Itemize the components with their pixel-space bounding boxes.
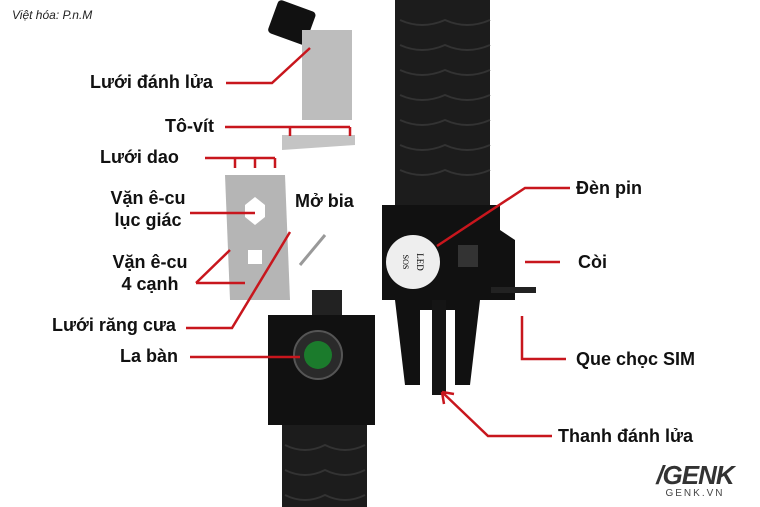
multi-tool-card bbox=[225, 175, 290, 300]
paracord-strap-bottom bbox=[282, 425, 367, 507]
buckle-female bbox=[382, 205, 515, 385]
sim-pin bbox=[491, 287, 536, 293]
label-knife-blade: Lưới dao bbox=[100, 147, 179, 167]
label-fire-blade: Lưới đánh lửa bbox=[90, 72, 213, 92]
label-square-wrench: Vặn ê-cu 4 cạnh bbox=[97, 251, 203, 295]
label-hex-wrench: Vặn ê-cu lục giác bbox=[95, 187, 201, 231]
paracord-strap-top bbox=[395, 0, 490, 210]
label-flashlight: Đèn pin bbox=[576, 178, 642, 198]
label-square-wrench-line1: Vặn ê-cu bbox=[112, 252, 188, 272]
label-bottle-opener: Mở bia bbox=[295, 191, 354, 211]
fire-blade bbox=[302, 30, 352, 120]
label-screwdriver: Tô-vít bbox=[165, 116, 214, 136]
label-hex-wrench-line1: Vặn ê-cu bbox=[110, 188, 186, 208]
whistle-hole bbox=[458, 245, 478, 267]
compass-dial bbox=[304, 341, 332, 369]
annotation-lines bbox=[186, 47, 570, 438]
screwdriver bbox=[282, 135, 355, 150]
fire-starter-rod bbox=[432, 300, 446, 395]
led-flashlight bbox=[386, 235, 440, 289]
label-saw-blade: Lưới răng cưa bbox=[52, 315, 176, 335]
genk-logo: /GENK GENK.VN bbox=[640, 462, 750, 499]
logo-main: /GENK bbox=[656, 460, 734, 490]
label-hex-wrench-line2: lục giác bbox=[114, 210, 182, 230]
sos-text: SOS bbox=[401, 255, 410, 270]
label-compass: La bàn bbox=[120, 346, 179, 366]
label-fire-starter: Thanh đánh lửa bbox=[558, 426, 694, 446]
label-whistle: Còi bbox=[578, 252, 607, 272]
label-square-wrench-line2: 4 cạnh bbox=[121, 274, 179, 294]
label-sim-pin: Que chọc SIM bbox=[576, 349, 696, 369]
led-text: LED bbox=[415, 253, 425, 271]
logo-sub: GENK.VN bbox=[665, 488, 725, 499]
translation-credit: Việt hóa: P.n.M bbox=[12, 8, 93, 22]
